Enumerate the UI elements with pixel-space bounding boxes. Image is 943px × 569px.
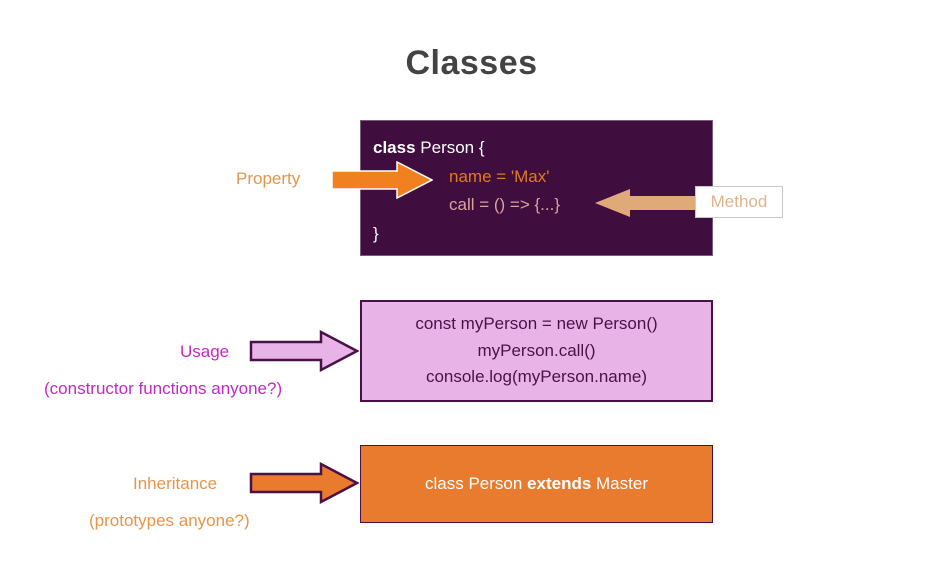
annotation-sublabel-usage: (constructor functions anyone?) — [44, 379, 283, 398]
annotation-label-usage: Usage — [180, 342, 230, 361]
annotation-label-method: Method — [695, 186, 783, 218]
usage-line-2: myPerson.call() — [477, 340, 596, 360]
usage-line-3: console.log(myPerson.name) — [425, 367, 648, 387]
keyword-class: class — [373, 138, 416, 157]
usage-code-block: const myPerson = new Person() myPerson.c… — [360, 300, 713, 402]
inheritance-prefix: class Person — [425, 474, 528, 493]
arrow-right-inheritance-icon — [249, 462, 359, 504]
inheritance-suffix: Master — [591, 474, 648, 493]
annotation-label-property: Property — [236, 169, 301, 188]
code-class-name: Person { — [415, 138, 485, 157]
class-definition-code-block: class Person { name = 'Max' call = () =>… — [360, 120, 713, 256]
code-line-class-declaration: class Person { — [373, 139, 485, 156]
arrow-right-property-icon — [331, 161, 433, 199]
inheritance-code-block: class Person extends Master — [360, 445, 713, 523]
page-title: Classes — [405, 44, 538, 82]
annotation-sublabel-inheritance: (prototypes anyone?) — [89, 511, 250, 530]
arrow-left-method-icon — [595, 189, 695, 217]
annotation-label-inheritance: Inheritance — [133, 474, 218, 493]
arrow-right-usage-icon — [249, 330, 359, 372]
code-line-property: name = 'Max' — [449, 167, 550, 186]
code-line-method: call = () => {...} — [449, 195, 561, 214]
code-line-closing-brace: } — [373, 224, 379, 243]
usage-line-1: const myPerson = new Person() — [415, 314, 658, 334]
keyword-extends: extends — [527, 474, 592, 493]
